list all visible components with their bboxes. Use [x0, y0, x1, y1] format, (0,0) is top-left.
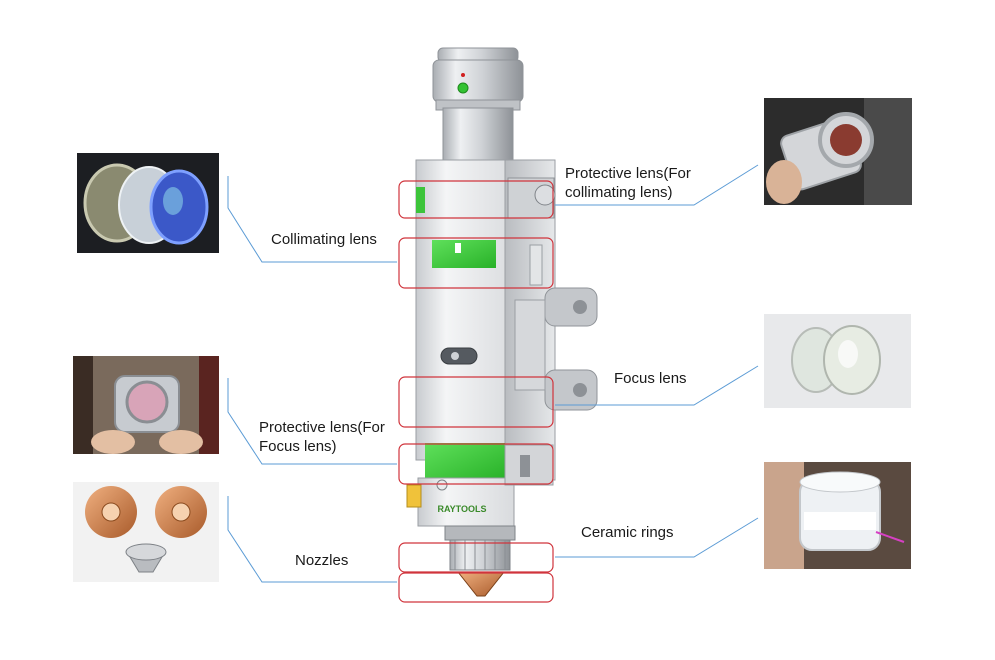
- label-ceramic-rings: Ceramic rings: [581, 524, 674, 541]
- label-nozzles: Nozzles: [295, 552, 349, 569]
- box-protective-collimating: [398, 180, 554, 219]
- brand-logo: RAYTOOLS: [437, 504, 486, 514]
- label-focus-lens: Focus lens: [614, 370, 687, 387]
- photo-focus-lens: [764, 314, 911, 408]
- leader-protective-focus: [227, 378, 397, 465]
- label-protective-focus-line1: Protective lens(For: [259, 419, 385, 436]
- box-ceramic: [398, 542, 554, 573]
- box-focus: [398, 376, 554, 428]
- main-body: [406, 159, 598, 527]
- box-protective-focus: [398, 443, 554, 485]
- leader-focus: [555, 365, 759, 406]
- label-protective-collimating-line1: Protective lens(For: [565, 165, 691, 182]
- nozzle-assembly: [444, 525, 516, 597]
- highlight-boxes: [398, 180, 554, 603]
- leader-protective-collimating: [555, 164, 759, 206]
- photo-protective-collimating-lens: [764, 98, 912, 205]
- label-protective-focus-line2: Focus lens): [259, 438, 337, 455]
- photo-collimating-lens: [77, 153, 219, 253]
- photo-nozzles: [73, 482, 219, 582]
- top-cylinder: [432, 47, 524, 179]
- photo-protective-focus-lens: [73, 356, 219, 454]
- label-collimating-lens: Collimating lens: [271, 231, 377, 248]
- box-collimating: [398, 237, 554, 289]
- leader-ceramic: [555, 517, 759, 558]
- leader-collimating: [227, 176, 397, 263]
- leader-nozzles: [227, 496, 397, 583]
- leader-lines: [227, 164, 759, 583]
- box-nozzle: [398, 572, 554, 603]
- photo-ceramic-rings: [764, 462, 911, 569]
- label-protective-collimating-line2: collimating lens): [565, 184, 673, 201]
